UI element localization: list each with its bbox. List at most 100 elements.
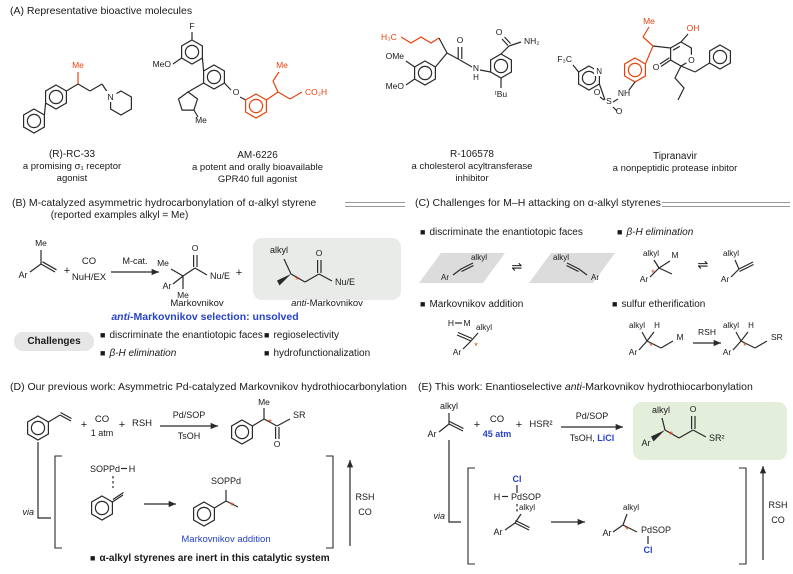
aryl-label: Ar — [603, 528, 612, 538]
hydrogen-label: H — [748, 321, 754, 330]
panel-b-divider — [345, 202, 405, 207]
panel-a-header: (A) Representative bioactive molecules — [10, 5, 193, 17]
aryl-label: Ar — [441, 273, 449, 282]
pd-alkyl-label: PdSOP — [641, 525, 671, 535]
bracket-right — [326, 455, 334, 549]
mol1-bonds — [23, 72, 132, 134]
panel-e-header-rest: -Markovnikov hydrothiocarbonylation — [581, 381, 753, 393]
e-intermediate-2 — [612, 513, 649, 544]
amide-oxygen-label: O — [496, 27, 503, 37]
methyl-label: Me — [157, 258, 169, 268]
benzene-ring — [181, 39, 203, 65]
anti-markovnikov-label: anti-Markovnikov — [291, 298, 363, 309]
mol3-name: R-106578 — [450, 149, 494, 160]
stereocenter-star: * — [625, 525, 629, 536]
thiol-label: RSH — [768, 500, 787, 510]
stereocenter-star: * — [295, 275, 299, 286]
mol2-bonds — [172, 32, 303, 119]
bracket-right — [739, 467, 747, 565]
metal-label: M — [463, 318, 470, 328]
amide-hydrogen-label: H — [473, 73, 479, 82]
amide-nitrogen-label: N — [473, 63, 479, 73]
alkyl-label: alkyl — [623, 503, 639, 512]
c-bullet-2: ■β-H elimination — [617, 227, 693, 238]
equilibrium-arrow: ⇌ — [698, 257, 709, 272]
b-bullet-4: ■hydrofunctionalization — [264, 348, 370, 359]
aryl-label: Ar — [640, 274, 649, 284]
bullet-icon: ■ — [100, 330, 106, 340]
panel-c-header: (C) Challenges for M–H attacking on α-al… — [415, 197, 661, 209]
c-thioether-product — [732, 331, 768, 351]
aryl-label: Ar — [629, 347, 638, 357]
c-thiol-substrate — [638, 331, 674, 351]
nue-label: Nu/E — [210, 271, 230, 281]
panel-b-header: (B) M-catalyzed asymmetric hydrocarbonyl… — [12, 197, 317, 209]
mol3-bonds — [400, 36, 522, 88]
thiol-label: HSR² — [529, 419, 552, 430]
c-bullet-3-label: Markovnikov addition — [429, 299, 524, 310]
alkyl-label: alkyl — [723, 249, 739, 258]
panel-e-header-pre: (E) This work: Enantioselective — [418, 381, 565, 393]
lactone-oxygen-label: O — [653, 62, 660, 72]
bullet-icon: ■ — [612, 299, 618, 309]
b-bullet-2-label: β-H elimination — [109, 348, 177, 359]
pd-alkyl-label: SOPPd — [211, 476, 241, 486]
thioether-label: SR — [771, 332, 783, 342]
thioester-label: SR² — [709, 433, 725, 443]
aryl-label: Ar — [453, 347, 462, 357]
tbu-label: ᵗBu — [495, 89, 508, 99]
co-label: CO — [490, 414, 504, 425]
benzene-ring — [27, 415, 50, 441]
alkyl-label: alkyl — [270, 245, 288, 255]
benzene-ring-red — [623, 57, 647, 83]
mol2-structure: F MeO Me O Me CO₂H — [153, 21, 328, 125]
e-intermediate-1 — [502, 485, 530, 531]
co-label: CO — [82, 256, 96, 267]
b-bullet-2: ■β-H elimination — [100, 348, 176, 359]
alkyl-label: alkyl — [471, 253, 487, 262]
c-face2-alkene — [566, 262, 588, 276]
mol4-bonds — [572, 26, 732, 112]
c-beta-h-alkyl-metal — [649, 259, 673, 278]
c-markovnikov-addition — [455, 322, 479, 350]
hydrogen-label: H — [654, 321, 660, 330]
alkyl-label: alkyl — [519, 503, 535, 512]
panel-e-header: (E) This work: Enantioselective anti-Mar… — [418, 381, 753, 393]
panel-e-header-italic: anti — [564, 381, 582, 393]
benzene-ring — [414, 60, 436, 86]
carbonyl-oxygen-label: O — [274, 439, 281, 449]
nue-label: Nu/E — [335, 277, 355, 287]
pyridine-nitrogen-label: N — [596, 67, 602, 76]
bracket-left — [467, 467, 475, 565]
benzene-ring — [203, 64, 225, 90]
benzene-ring — [23, 108, 46, 134]
d-thioester-product — [231, 408, 291, 445]
alkyl-label: alkyl — [553, 253, 569, 262]
catalyst-label: M-cat. — [122, 256, 147, 266]
mol1-desc2: agonist — [56, 173, 88, 185]
mol3-caption: R-106578 a cholesterol acyltransferase i… — [388, 148, 556, 186]
bullet-icon: ■ — [617, 227, 623, 237]
bullet-icon: ■ — [100, 348, 106, 358]
c-beta-h-alkene — [730, 259, 754, 278]
mol4-name: Tipranavir — [652, 151, 698, 162]
methyl-label: Me — [643, 16, 655, 26]
benzene-ring — [90, 495, 114, 521]
hydride-label: H — [129, 464, 136, 474]
methoxy-label: MeO — [153, 59, 172, 69]
panel-d-header: (D) Our previous work: Asymmetric Pd-cat… — [10, 381, 407, 393]
b-bullet-3: ■regioselectivity — [264, 330, 339, 341]
aryl-label: Ar — [721, 274, 730, 284]
alkyl-label: alkyl — [652, 405, 670, 415]
c-face1-alkene — [452, 262, 474, 276]
b-markovnikov-product — [170, 255, 208, 289]
co-label: CO — [771, 515, 785, 525]
co-label: CO — [95, 414, 109, 425]
via-label: via — [22, 507, 34, 517]
plus-sign: + — [119, 419, 125, 431]
pressure-label: 1 atm — [91, 428, 114, 438]
mol2-desc2: GPR40 full agonist — [217, 174, 298, 186]
mol3-structure: H₃C OMe MeO O N H O NH₂ ᵗBu — [381, 27, 540, 99]
c-bullet-1-label: discriminate the enantiotopic faces — [429, 227, 583, 238]
